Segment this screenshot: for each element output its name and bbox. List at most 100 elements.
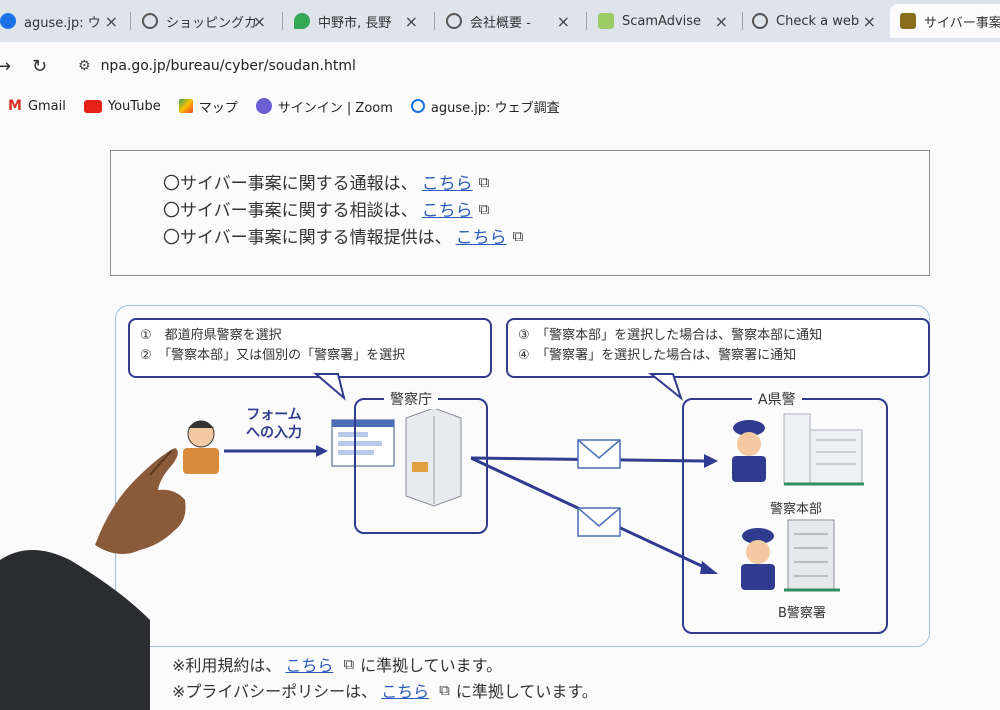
terms-suffix: に準拠しています。 xyxy=(360,656,503,675)
form-label-line1: フォーム xyxy=(246,407,302,423)
info-link[interactable]: こちら xyxy=(455,228,507,248)
web-form-icon xyxy=(331,419,395,467)
tab-separator xyxy=(130,12,131,30)
tab-separator xyxy=(434,12,435,30)
tab-maps[interactable]: 中野市, 長野 × xyxy=(294,4,428,38)
tab-label: aguse.jp: ウ xyxy=(24,15,101,31)
address-bar[interactable]: ⚙ npa.go.jp/bureau/cyber/soudan.html xyxy=(70,50,970,82)
tab-label: Check a web xyxy=(776,13,860,29)
form-input-label: フォーム への入力 xyxy=(234,406,314,442)
step-1-text: ① 都道府県警察を選択 xyxy=(140,328,282,343)
privacy-text: ※プライバシーポリシーは、 xyxy=(172,682,378,701)
tab-aguse[interactable]: aguse.jp: ウ × xyxy=(0,4,128,38)
police-station-building-icon xyxy=(784,519,840,592)
globe-icon xyxy=(446,13,462,29)
tab-strip: aguse.jp: ウ × ショッピングカ × 中野市, 長野 × 会社概要 -… xyxy=(0,0,1000,42)
maps-icon xyxy=(178,99,193,113)
tab-label: 中野市, 長野 xyxy=(318,15,392,31)
close-icon[interactable]: × xyxy=(862,12,876,31)
bubble-tail-left xyxy=(313,373,346,401)
terms-line: ※利用規約は、 こちら ⧉ に準拠しています。 xyxy=(172,652,502,676)
reload-icon[interactable]: ↻ xyxy=(32,56,48,77)
info-link-row: 〇サイバー事案に関する情報提供は、 こちら ⧉ xyxy=(163,223,524,249)
step-3-text: ③ 「警察本部」を選択した場合は、警察本部に通知 xyxy=(518,328,823,343)
terms-text: ※利用規約は、 xyxy=(172,656,282,675)
user-person-icon xyxy=(183,420,219,474)
step-2-text: ② 「警察本部」又は個別の「警察署」を選択 xyxy=(140,348,406,363)
forward-icon[interactable]: → xyxy=(0,56,12,77)
page-content: 〇サイバー事案に関する通報は、 こちら ⧉ 〇サイバー事案に関する相談は、 こち… xyxy=(0,120,1000,710)
bookmark-zoom[interactable]: サインイン | Zoom xyxy=(255,97,393,116)
bookmarks-bar: M Gmail YouTube マップ サインイン | Zoom aguse.j… xyxy=(0,92,1000,120)
bookmark-youtube[interactable]: YouTube xyxy=(83,98,161,114)
tab-label: 会社概要 - xyxy=(470,15,531,31)
tab-separator xyxy=(282,12,283,30)
bookmark-label: aguse.jp: ウェブ調査 xyxy=(430,100,560,116)
envelope-icon xyxy=(577,507,621,537)
terms-link[interactable]: こちら xyxy=(285,656,334,675)
url-text[interactable]: npa.go.jp/bureau/cyber/soudan.html xyxy=(100,58,356,74)
tab-check-website[interactable]: Check a web × xyxy=(752,4,886,38)
npa-node xyxy=(354,398,488,534)
zoom-icon xyxy=(255,98,272,114)
report-link-row: 〇サイバー事案に関する通報は、 こちら ⧉ xyxy=(163,169,490,195)
tab-separator xyxy=(742,12,743,30)
consult-link-row: 〇サイバー事案に関する相談は、 こちら ⧉ xyxy=(163,196,490,222)
bookmark-aguse[interactable]: aguse.jp: ウェブ調査 xyxy=(410,97,560,116)
police-officer-icon xyxy=(741,528,775,590)
external-link-icon: ⧉ xyxy=(439,681,450,699)
privacy-link[interactable]: こちら xyxy=(381,682,430,701)
close-icon[interactable]: × xyxy=(556,12,570,31)
tab-label: サイバー事案 xyxy=(924,15,1000,31)
map-pin-icon xyxy=(294,13,310,29)
tab-shopping[interactable]: ショッピングカ × xyxy=(142,4,276,38)
police-officer-icon xyxy=(732,420,766,482)
police-emblem-icon xyxy=(900,13,916,29)
station-label: B警察署 xyxy=(778,606,826,621)
site-settings-icon[interactable]: ⚙ xyxy=(78,58,91,74)
browser-toolbar xyxy=(0,42,1000,90)
contact-links-box: 〇サイバー事案に関する通報は、 こちら ⧉ 〇サイバー事案に関する相談は、 こち… xyxy=(110,150,930,276)
bubble-tail-right xyxy=(648,373,684,401)
external-link-icon: ⧉ xyxy=(478,199,490,218)
tab-cyber-active[interactable]: サイバー事案 xyxy=(890,4,1000,38)
scamadviser-favicon-icon xyxy=(598,13,614,29)
police-hq-building-icon xyxy=(783,413,864,486)
reporting-flow-diagram: ① 都道府県警察を選択 ② 「警察本部」又は個別の「警察署」を選択 ③ 「警察本… xyxy=(115,305,930,647)
aguse-icon xyxy=(410,99,425,113)
bookmark-label: Gmail xyxy=(27,98,66,114)
form-label-line2: への入力 xyxy=(246,425,302,441)
hq-label: 警察本部 xyxy=(770,502,823,517)
report-link[interactable]: こちら xyxy=(421,174,473,194)
tab-company[interactable]: 会社概要 - × xyxy=(446,4,580,38)
globe-icon xyxy=(752,13,768,29)
consult-text: 〇サイバー事案に関する相談は、 xyxy=(163,201,418,221)
tab-separator xyxy=(586,12,587,30)
consult-link[interactable]: こちら xyxy=(421,201,473,221)
report-text: 〇サイバー事案に関する通報は、 xyxy=(163,174,418,194)
steps-bubble-left: ① 都道府県警察を選択 ② 「警察本部」又は個別の「警察署」を選択 xyxy=(128,318,492,378)
external-link-icon: ⧉ xyxy=(512,226,524,245)
tab-label: ScamAdvise xyxy=(622,13,702,29)
close-icon[interactable]: × xyxy=(404,12,418,31)
bookmark-maps[interactable]: マップ xyxy=(178,97,238,116)
close-icon[interactable]: × xyxy=(104,12,118,31)
pointing-hand-overlay xyxy=(0,448,186,710)
privacy-suffix: に準拠しています。 xyxy=(455,682,598,701)
close-icon[interactable]: × xyxy=(714,12,728,31)
external-link-icon: ⧉ xyxy=(478,172,490,191)
tab-scamadviser[interactable]: ScamAdvise × xyxy=(598,4,738,38)
gmail-icon: M xyxy=(8,98,22,114)
tab-label: ショッピングカ xyxy=(166,15,258,31)
bookmark-label: YouTube xyxy=(107,98,161,114)
prefecture-police-label: A県警 xyxy=(752,389,802,409)
privacy-line: ※プライバシーポリシーは、 こちら ⧉ に準拠しています。 xyxy=(172,678,598,702)
info-text: 〇サイバー事案に関する情報提供は、 xyxy=(163,228,452,248)
external-link-icon: ⧉ xyxy=(343,655,355,673)
close-icon[interactable]: × xyxy=(252,12,266,31)
npa-label: 警察庁 xyxy=(384,389,438,409)
envelope-icon xyxy=(577,439,621,469)
youtube-icon xyxy=(83,99,102,113)
bookmark-label: サインイン | Zoom xyxy=(277,100,393,116)
bookmark-gmail[interactable]: M Gmail xyxy=(8,98,66,114)
